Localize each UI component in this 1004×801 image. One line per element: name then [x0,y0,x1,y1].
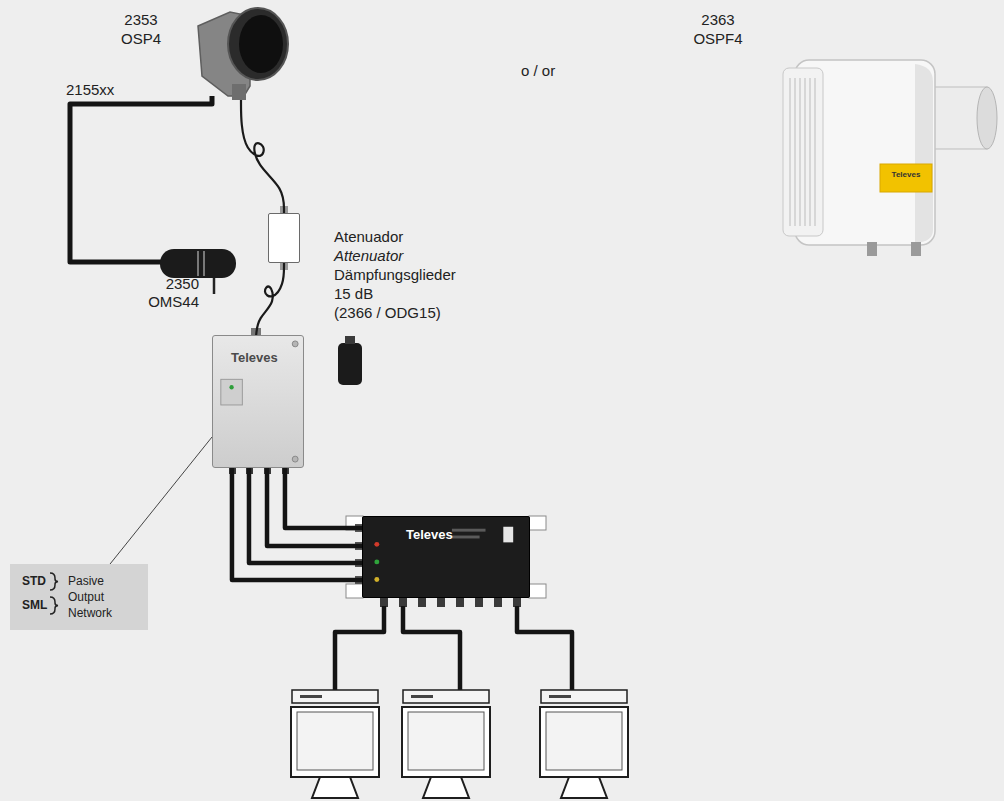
coax-cable [285,468,362,528]
mount-screw [292,456,298,462]
part-label: Atenuador [334,227,403,246]
part-value: 15 dB [334,284,373,303]
leader-line [110,437,212,564]
coax-cable [403,606,460,690]
tv-stand [312,777,358,798]
part-label: Dämpfungsglieder [334,265,456,284]
lnb-stem [232,84,246,100]
coax-cable [517,606,572,690]
receiver-slot [549,695,571,698]
rib-line [815,78,816,226]
tv-screen [297,712,373,770]
lnb-ribs [783,68,823,236]
output-connector [494,598,502,607]
lnb-unit: 2363 OSPF4Televes [775,52,1000,257]
receiver-box [403,690,489,703]
attenuator-box: AtenuadorAttenuatorDämpfungsglieder15 dB… [268,213,300,263]
receiver-box [292,690,378,703]
injector-ring [203,251,205,276]
model-label: 2350 OMS44 [137,275,199,311]
coax-cable [232,468,362,580]
output-connector [437,598,445,607]
lnb-unit: 2353 OSP4 [192,4,290,100]
tv-set [540,707,628,777]
lnb-connector [911,242,921,256]
status-led [229,385,233,389]
adapter-plug [345,336,355,344]
lnb-sticker [880,164,932,192]
output-connector [456,598,464,607]
part-label: Attenuator [334,246,403,265]
lnb-feed [977,87,997,149]
rib-lines [790,78,815,226]
status-led [374,559,379,564]
receiver-slot [300,695,322,698]
fiber-cable [241,100,284,213]
info-strip [452,536,480,539]
lnb-shade [915,64,933,243]
note-text: Pasive Output Network [68,573,124,621]
brand-logo: Televes [880,170,932,180]
optical-converter: 2350 OMS44Televes [212,335,304,468]
tv-stand [423,777,469,798]
multiswitch-box: Televes [362,516,530,598]
mounting-tab [529,584,546,598]
power-injector [160,249,236,278]
output-connector [380,598,388,607]
rib-line [790,78,791,226]
feed-horn [228,8,288,80]
brand-logo: Televes [231,350,278,365]
coax-cable [267,468,362,546]
output-connector [513,598,521,607]
tv-stand [561,777,607,798]
mounting-tab [346,584,363,598]
dip-switch [503,527,513,543]
tv-screen [546,712,622,770]
tv-set [291,707,379,777]
note-box: STD SML Pasive Output Network [10,564,148,630]
separator-text: o / or [521,61,555,80]
ospf4-shape [775,52,1000,257]
lnb-connector [867,242,877,256]
model-label: 2363 OSPF4 [690,10,746,48]
part-number: (2366 / ODG15) [334,303,441,322]
fiber-cable [256,263,284,335]
output-connector [418,598,426,607]
output-connector [475,598,483,607]
receiver-slot [411,695,433,698]
power-cable [70,96,212,262]
cable-code: 2155xx [66,80,114,99]
injector-plug [213,278,216,294]
tv-set [402,707,490,777]
status-panel [221,379,243,405]
tv-screen [408,712,484,770]
injector-ring [197,251,199,276]
mount-screw [292,341,298,347]
info-strip [452,529,486,532]
option-label: STD [22,573,46,589]
coax-cable [335,606,384,690]
rib-line [795,78,796,226]
power-adapter [338,343,362,385]
status-led [374,577,379,582]
receiver-box [541,690,627,703]
feed-opening [239,15,283,73]
rib-line [805,78,806,226]
rib-line [810,78,811,226]
brand-logo: Televes [406,527,453,542]
osp4-shape [192,4,290,100]
model-label: 2353 OSP4 [118,10,164,48]
status-led [374,542,379,547]
coax-cable [249,468,362,563]
rib-line [800,78,801,226]
mounting-tab [529,516,546,530]
output-connector [399,598,407,607]
option-label: SML [22,597,47,613]
